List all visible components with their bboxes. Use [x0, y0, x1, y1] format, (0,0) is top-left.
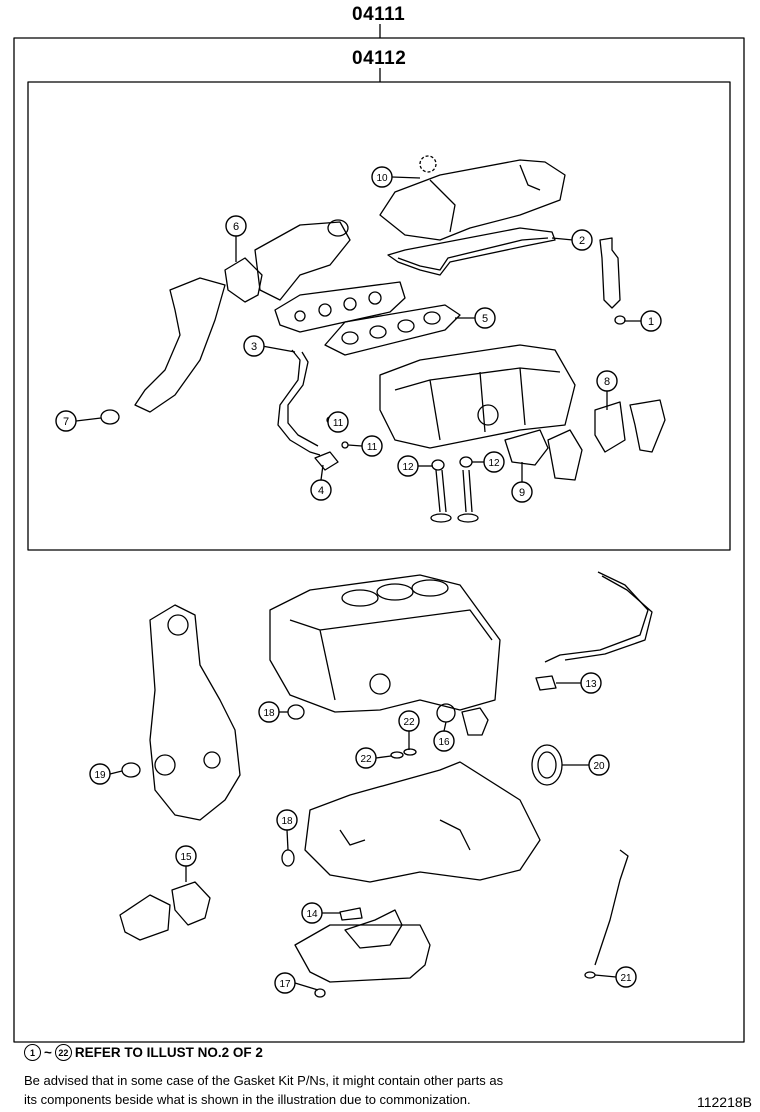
- illustration-id: 112218B: [696, 1094, 752, 1110]
- valves: [430, 456, 479, 523]
- callout-18a: 18: [258, 701, 280, 723]
- callout-1: 1: [640, 310, 662, 332]
- svg-text:16: 16: [438, 737, 450, 748]
- ref-text: REFER TO ILLUST NO.2 OF 2: [74, 1045, 263, 1060]
- o-ring-18a: [287, 704, 305, 720]
- callout-22a: 22: [398, 710, 420, 732]
- callout-11b: 11: [361, 435, 383, 457]
- inner-kit-frame: [27, 81, 731, 551]
- callout-12b: 12: [483, 451, 505, 473]
- svg-text:1: 1: [648, 316, 654, 328]
- svg-text:10: 10: [376, 173, 388, 184]
- callout-6: 6: [225, 215, 247, 237]
- note-line-1: Be advised that in some case of the Gask…: [24, 1073, 504, 1088]
- callout-4: 4: [310, 479, 332, 501]
- svg-text:17: 17: [279, 979, 291, 990]
- callout-22b: 22: [355, 747, 377, 769]
- note-line-2: its components beside what is shown in t…: [24, 1092, 471, 1107]
- ref-to-badge: 22: [54, 1044, 72, 1061]
- dipstick-tube: [277, 349, 321, 456]
- outer-kit-frame: [13, 37, 745, 1043]
- svg-text:18: 18: [281, 816, 293, 827]
- svg-text:6: 6: [233, 221, 239, 233]
- svg-text:5: 5: [482, 313, 488, 325]
- svg-text:22: 22: [403, 717, 415, 728]
- injector: [599, 237, 626, 325]
- callout-9: 9: [511, 481, 533, 503]
- svg-text:11: 11: [333, 418, 344, 429]
- callout-15: 15: [175, 845, 197, 867]
- cylinder-block: [269, 574, 501, 713]
- callout-14: 14: [301, 902, 323, 924]
- svg-text:12: 12: [402, 462, 414, 473]
- callout-12a: 12: [397, 455, 419, 477]
- callout-17: 17: [274, 972, 296, 994]
- svg-text:2: 2: [579, 235, 585, 247]
- water-outlet-gasket: [314, 451, 339, 471]
- crankshaft-front-seal: [121, 762, 141, 778]
- ref-from-badge: 1: [24, 1044, 41, 1061]
- callout-20: 20: [588, 754, 610, 776]
- callout-19: 19: [89, 763, 111, 785]
- ref-tilde: ~: [44, 1045, 52, 1060]
- callout-5: 5: [474, 307, 496, 329]
- svg-text:8: 8: [604, 376, 610, 388]
- oil-pan-upper: [304, 761, 541, 883]
- intake-manifold: [254, 219, 406, 333]
- water-pump-gasket: [171, 881, 211, 926]
- svg-text:18: 18: [263, 708, 275, 719]
- oil-strainer-gasket: [339, 907, 363, 921]
- svg-text:3: 3: [251, 341, 257, 353]
- cylinder-head-cover: [379, 155, 566, 241]
- svg-text:4: 4: [318, 485, 324, 497]
- callout-16: 16: [433, 730, 455, 752]
- svg-text:21: 21: [620, 973, 632, 984]
- o-ring-18b: [281, 849, 295, 867]
- svg-text:7: 7: [63, 416, 69, 428]
- svg-text:22: 22: [360, 754, 372, 765]
- svg-text:19: 19: [94, 770, 106, 781]
- callout-21: 21: [615, 966, 637, 988]
- intake-manifold-gasket: [324, 304, 461, 356]
- callout-10: 10: [371, 166, 393, 188]
- callout-8: 8: [596, 370, 618, 392]
- svg-text:9: 9: [519, 487, 525, 499]
- callout-2: 2: [571, 229, 593, 251]
- exhaust-ring: [100, 409, 120, 425]
- svg-text:20: 20: [593, 761, 605, 772]
- thermostat-gasket: [594, 401, 626, 453]
- oil-pan-lower: [294, 924, 431, 983]
- exhaust-pipe: [134, 277, 226, 413]
- svg-text:13: 13: [585, 679, 597, 690]
- reference-note: 1 ~ 22 REFER TO ILLUST NO.2 OF 2: [24, 1044, 263, 1061]
- outer-kit-number: 04111: [352, 4, 406, 25]
- timing-chain-cover: [149, 604, 241, 821]
- svg-text:15: 15: [180, 852, 192, 863]
- callout-18b: 18: [276, 809, 298, 831]
- callout-3: 3: [243, 335, 265, 357]
- exhaust-manifold-gasket: [224, 257, 263, 303]
- svg-text:11: 11: [367, 442, 378, 453]
- head-cover-gasket: [387, 227, 556, 276]
- callout-7: 7: [55, 410, 77, 432]
- cylinder-head: [379, 344, 576, 449]
- svg-text:12: 12: [488, 458, 500, 469]
- callout-13: 13: [580, 672, 602, 694]
- rear-oil-seal: [531, 744, 563, 786]
- svg-text:14: 14: [306, 909, 318, 920]
- oil-level-tube: [544, 571, 649, 663]
- water-inlet-gasket: [504, 429, 549, 466]
- callout-11a: 11: [327, 411, 349, 433]
- inner-kit-number: 04112: [352, 48, 407, 69]
- oil-dipstick: [594, 849, 629, 966]
